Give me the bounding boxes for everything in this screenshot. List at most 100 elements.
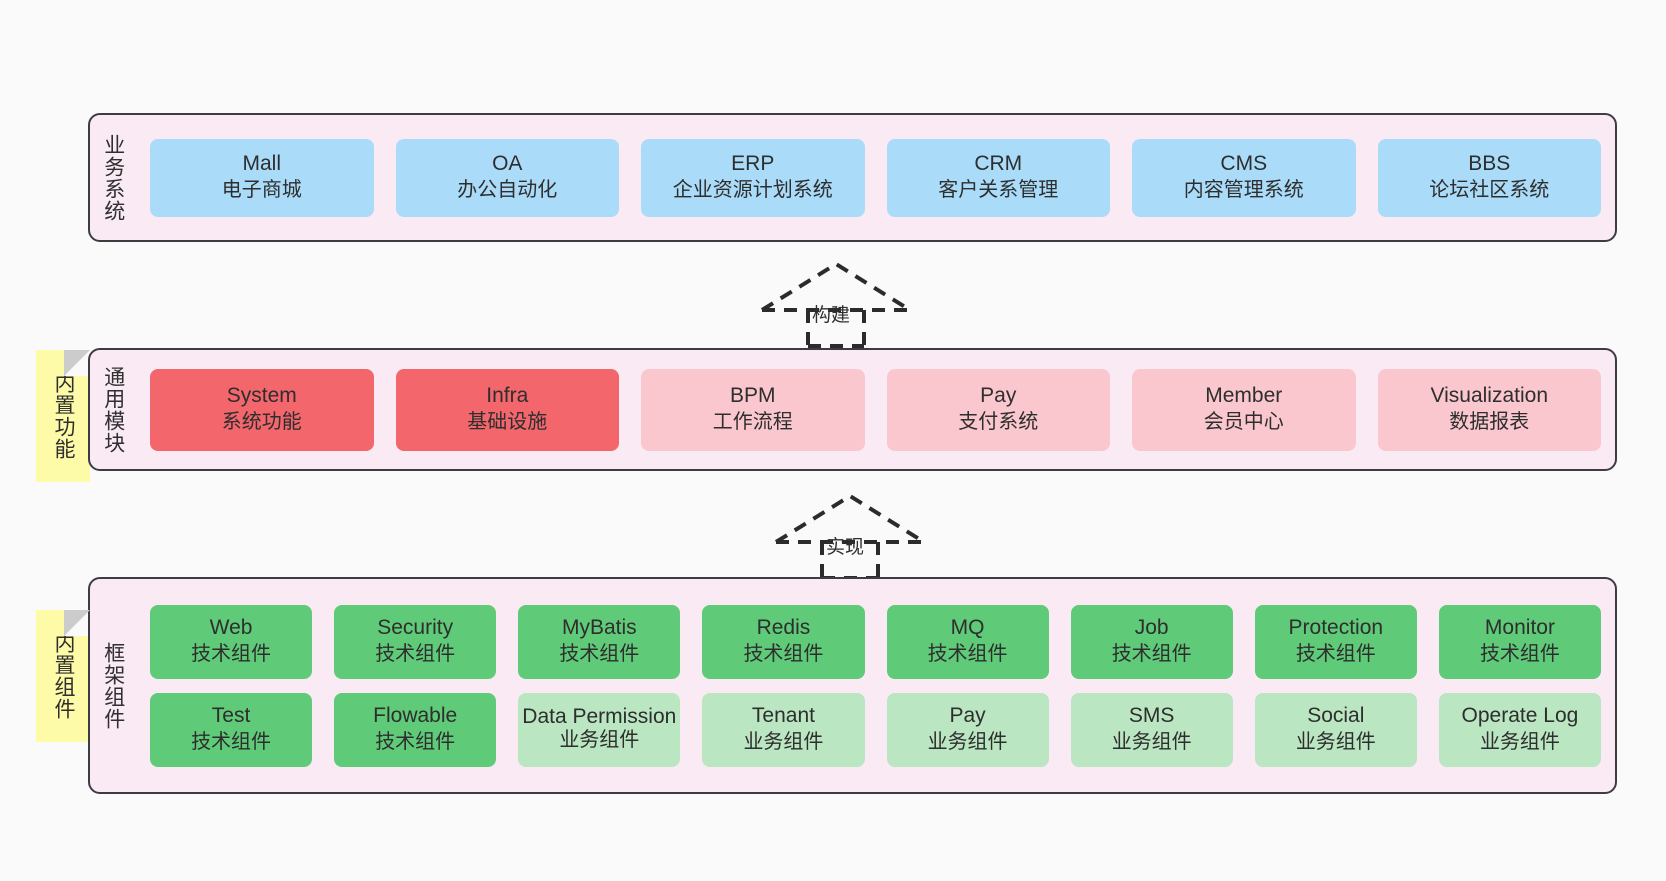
card-job-title: Job [1134,616,1169,640]
layer-body-business-system: Mall 电子商城 OA 办公自动化 ERP 企业资源计划系统 CRM 客户关系… [136,115,1615,240]
card-social-title: Social [1307,704,1365,728]
card-row-tech-components: Web 技术组件 Security 技术组件 MyBatis 技术组件 Redi… [150,604,1601,679]
card-data-permission-title: Data Permission [522,704,677,728]
card-infra[interactable]: Infra 基础设施 [395,368,619,451]
card-cms-title: CMS [1220,152,1268,176]
card-monitor[interactable]: Monitor 技术组件 [1438,604,1601,679]
card-flowable-subtitle: 技术组件 [375,731,456,754]
card-tenant-title: Tenant [751,704,815,728]
card-oa-subtitle: 办公自动化 [457,179,558,202]
card-redis-subtitle: 技术组件 [743,643,824,666]
card-mybatis[interactable]: MyBatis 技术组件 [518,604,681,679]
card-data-permission-subtitle: 业务组件 [559,729,640,752]
card-monitor-subtitle: 技术组件 [1479,643,1560,666]
card-flowable[interactable]: Flowable 技术组件 [334,692,497,767]
card-protection-title: Protection [1288,616,1384,640]
card-row-modules: System 系统功能 Infra 基础设施 BPM 工作流程 Pay 支付系统… [150,368,1601,451]
card-visualization[interactable]: Visualization 数据报表 [1377,368,1601,451]
card-security-subtitle: 技术组件 [375,643,456,666]
card-tenant[interactable]: Tenant 业务组件 [702,692,865,767]
card-protection[interactable]: Protection 技术组件 [1254,604,1417,679]
note-builtin-functions: 内置功能 [36,350,90,482]
card-mybatis-title: MyBatis [561,616,637,640]
card-visualization-title: Visualization [1430,384,1549,408]
layer-title-business-system: 业务系统 [101,133,125,222]
card-mall-subtitle: 电子商城 [221,179,302,202]
card-erp[interactable]: ERP 企业资源计划系统 [641,138,865,217]
note-builtin-functions-label: 内置功能 [52,372,75,460]
card-test-title: Test [211,704,251,728]
note-builtin-components-label: 内置组件 [52,632,75,720]
card-visualization-subtitle: 数据报表 [1449,411,1530,434]
connector-implement: 实现 [770,490,930,580]
card-web-subtitle: 技术组件 [191,643,272,666]
card-sms[interactable]: SMS 业务组件 [1070,692,1233,767]
card-mybatis-subtitle: 技术组件 [559,643,640,666]
card-system-subtitle: 系统功能 [221,411,302,434]
card-test-subtitle: 技术组件 [191,731,272,754]
card-pay-module[interactable]: Pay 支付系统 [886,368,1110,451]
layer-common-modules[interactable]: 通用模块 System 系统功能 Infra 基础设施 BPM 工作流程 Pay… [88,348,1617,471]
card-bpm-subtitle: 工作流程 [712,411,793,434]
card-pay-module-title: Pay [980,384,1017,408]
card-pay-component-title: Pay [949,704,986,728]
connector-build-shape [760,261,912,348]
card-test[interactable]: Test 技术组件 [150,692,313,767]
card-security[interactable]: Security 技术组件 [334,604,497,679]
card-tenant-subtitle: 业务组件 [743,731,824,754]
card-system[interactable]: System 系统功能 [150,368,374,451]
card-mall-title: Mall [242,152,281,176]
card-mq-title: MQ [950,616,985,640]
card-monitor-title: Monitor [1484,616,1555,640]
card-infra-title: Infra [486,384,529,408]
card-row-business: Mall 电子商城 OA 办公自动化 ERP 企业资源计划系统 CRM 客户关系… [150,138,1601,217]
card-redis[interactable]: Redis 技术组件 [702,604,865,679]
card-protection-subtitle: 技术组件 [1295,643,1376,666]
card-redis-title: Redis [756,616,811,640]
card-mq[interactable]: MQ 技术组件 [886,604,1049,679]
card-member[interactable]: Member 会员中心 [1132,368,1356,451]
card-pay-module-subtitle: 支付系统 [958,411,1039,434]
card-web-title: Web [209,616,253,640]
card-security-title: Security [377,616,454,640]
card-sms-title: SMS [1128,704,1175,728]
layer-title-framework-components: 框架组件 [101,641,125,730]
card-bbs-subtitle: 论坛社区系统 [1429,179,1550,202]
note-builtin-components: 内置组件 [36,610,90,742]
card-mq-subtitle: 技术组件 [927,643,1008,666]
card-cms[interactable]: CMS 内容管理系统 [1132,138,1356,217]
layer-title-common-modules: 通用模块 [101,365,125,454]
layer-body-common-modules: System 系统功能 Infra 基础设施 BPM 工作流程 Pay 支付系统… [136,350,1615,469]
card-erp-title: ERP [731,152,775,176]
layer-framework-components[interactable]: 框架组件 Web 技术组件 Security 技术组件 MyBatis 技术组件… [88,577,1617,794]
card-social[interactable]: Social 业务组件 [1254,692,1417,767]
connector-implement-label: 实现 [826,537,865,558]
card-oa-title: OA [492,152,523,176]
card-bbs[interactable]: BBS 论坛社区系统 [1377,138,1601,217]
card-sms-subtitle: 业务组件 [1111,731,1192,754]
card-operate-log-subtitle: 业务组件 [1479,731,1560,754]
card-bbs-title: BBS [1468,152,1511,176]
card-job[interactable]: Job 技术组件 [1070,604,1233,679]
card-web[interactable]: Web 技术组件 [150,604,313,679]
card-cms-subtitle: 内容管理系统 [1183,179,1304,202]
card-social-subtitle: 业务组件 [1295,731,1376,754]
layer-business-system[interactable]: 业务系统 Mall 电子商城 OA 办公自动化 ERP 企业资源计划系统 CRM… [88,113,1617,242]
card-erp-subtitle: 企业资源计划系统 [672,179,833,202]
connector-build-label: 构建 [812,305,851,326]
card-oa[interactable]: OA 办公自动化 [395,138,619,217]
card-operate-log[interactable]: Operate Log 业务组件 [1438,692,1601,767]
card-operate-log-title: Operate Log [1461,704,1579,728]
card-bpm-title: BPM [729,384,776,408]
card-bpm[interactable]: BPM 工作流程 [641,368,865,451]
card-job-subtitle: 技术组件 [1111,643,1192,666]
card-pay-component[interactable]: Pay 业务组件 [886,692,1049,767]
card-crm-title: CRM [974,152,1023,176]
card-data-permission[interactable]: Data Permission 业务组件 [518,692,681,767]
note-fold-icon [64,610,90,636]
card-system-title: System [226,384,297,408]
card-member-subtitle: 会员中心 [1203,411,1284,434]
card-mall[interactable]: Mall 电子商城 [150,138,374,217]
card-crm[interactable]: CRM 客户关系管理 [886,138,1110,217]
